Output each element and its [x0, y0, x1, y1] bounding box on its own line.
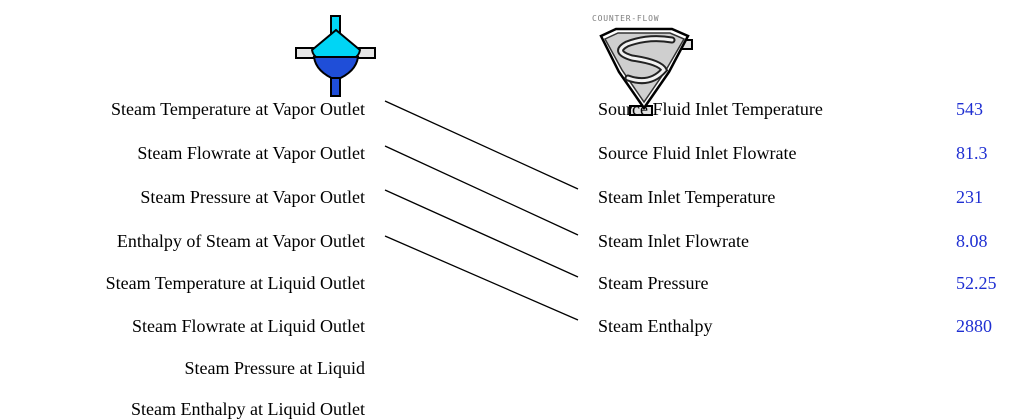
flash-separator-icon[interactable] — [295, 15, 376, 97]
output-label: Steam Pressure at Vapor Outlet — [140, 187, 365, 207]
input-label: Steam Inlet Temperature — [598, 187, 776, 207]
output-label: Enthalpy of Steam at Vapor Outlet — [116, 231, 365, 251]
connection-line — [384, 100, 579, 190]
input-label: Source Fluid Inlet Flowrate — [598, 143, 797, 163]
heat-exchanger-caption: COUNTER-FLOW — [592, 14, 660, 23]
input-value[interactable]: 52.25 — [956, 273, 997, 293]
input-label: Steam Enthalpy — [598, 316, 713, 336]
input-value[interactable]: 81.3 — [956, 143, 988, 163]
connection-line — [384, 189, 579, 278]
output-label: Steam Enthalpy at Liquid Outlet — [131, 399, 365, 419]
output-label: Steam Temperature at Liquid Outlet — [105, 273, 365, 293]
connection-line — [384, 235, 579, 321]
output-label: Steam Flowrate at Liquid Outlet — [132, 316, 365, 336]
input-label: Source Fluid Inlet Temperature — [598, 99, 823, 119]
output-label: Steam Flowrate at Vapor Outlet — [137, 143, 365, 163]
output-label: Steam Temperature at Vapor Outlet — [111, 99, 365, 119]
connection-lines — [384, 100, 579, 321]
input-value[interactable]: 2880 — [956, 316, 992, 336]
input-value[interactable]: 8.08 — [956, 231, 988, 251]
output-label: Steam Pressure at Liquid — [184, 358, 365, 378]
input-value[interactable]: 231 — [956, 187, 983, 207]
input-label: Steam Pressure — [598, 273, 709, 293]
input-value[interactable]: 543 — [956, 99, 983, 119]
input-label: Steam Inlet Flowrate — [598, 231, 749, 251]
superman-shield-icon[interactable] — [599, 27, 693, 116]
connection-line — [384, 145, 579, 236]
